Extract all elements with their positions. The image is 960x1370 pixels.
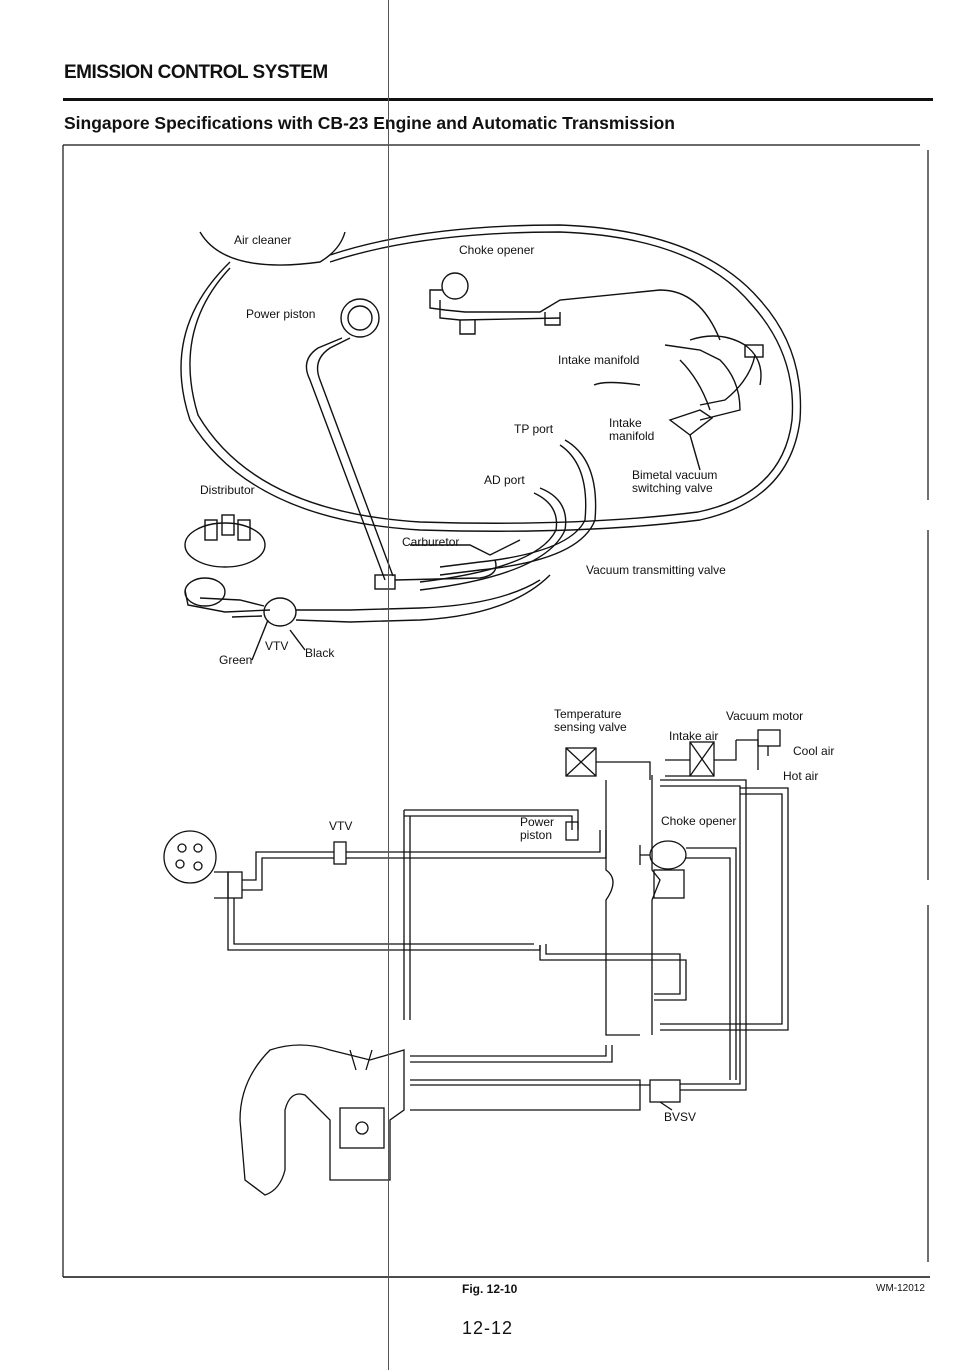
page-number: 12-12 — [462, 1318, 514, 1338]
outer-hose-loop — [180, 224, 802, 532]
label-power-piston-a: Power — [520, 815, 554, 829]
bottom-diagram-labels: Temperature sensing valve Vacuum motor I… — [329, 707, 834, 1124]
label-black: Black — [305, 646, 335, 660]
figure-frame — [62, 144, 930, 1278]
label-vtv-top: VTV — [265, 639, 288, 653]
label-vacuum-motor: Vacuum motor — [726, 709, 803, 723]
label-tp-port: TP port — [514, 422, 554, 436]
label-vtv-bottom: VTV — [329, 819, 352, 833]
page-subtitle: Singapore Specifications with CB-23 Engi… — [64, 113, 675, 133]
choke-opener-bottom — [649, 840, 687, 870]
choke-opener-top — [441, 272, 469, 300]
label-air-cleaner: Air cleaner — [234, 233, 291, 247]
intake-manifold — [410, 1045, 607, 1057]
bottom-schematic — [163, 729, 789, 1196]
bvsv — [649, 1079, 681, 1103]
label-choke-opener: Choke opener — [459, 243, 534, 257]
air-cleaner-outline — [199, 231, 346, 266]
label-bimetal-b: switching valve — [632, 481, 713, 495]
label-hot-air: Hot air — [783, 769, 818, 783]
label-green: Green — [219, 653, 252, 667]
vtv-bottom — [333, 841, 347, 865]
label-carburetor: Carburetor — [402, 535, 459, 549]
label-vacuum-transmitting-valve: Vacuum transmitting valve — [586, 563, 726, 577]
header-rule — [63, 98, 933, 101]
figure-code: WM-12012 — [876, 1283, 925, 1294]
label-temp-valve-a: Temperature — [554, 707, 622, 721]
label-power-piston-b: piston — [520, 828, 552, 842]
label-ad-port: AD port — [484, 473, 525, 487]
power-piston-body — [340, 298, 380, 338]
figure-caption: Fig. 12-10 — [462, 1282, 518, 1296]
top-hose-diagram — [180, 224, 802, 661]
cylinder-head — [239, 1044, 405, 1196]
section-title: EMISSION CONTROL SYSTEM — [64, 62, 328, 83]
vacuum-motor — [757, 729, 781, 747]
label-intake-manifold-2b: manifold — [609, 429, 654, 443]
label-choke-opener-bottom: Choke opener — [661, 814, 736, 828]
label-intake-manifold: Intake manifold — [558, 353, 639, 367]
label-temp-valve-b: sensing valve — [554, 720, 627, 734]
vtv-top — [263, 597, 297, 627]
label-distributor: Distributor — [200, 483, 255, 497]
piston — [339, 1107, 385, 1149]
label-bvsv: BVSV — [664, 1110, 696, 1124]
label-intake-air: Intake air — [669, 729, 718, 743]
top-diagram-labels: Air cleaner Choke opener Power piston In… — [200, 233, 726, 667]
label-cool-air: Cool air — [793, 744, 834, 758]
page-fold-line — [388, 0, 389, 1370]
label-intake-manifold-2a: Intake — [609, 416, 642, 430]
label-power-piston: Power piston — [246, 307, 315, 321]
distributor-bottom — [163, 830, 217, 884]
carburetor-body — [605, 780, 640, 1036]
distributor-cap — [184, 522, 266, 568]
label-bimetal-a: Bimetal vacuum — [632, 468, 717, 482]
